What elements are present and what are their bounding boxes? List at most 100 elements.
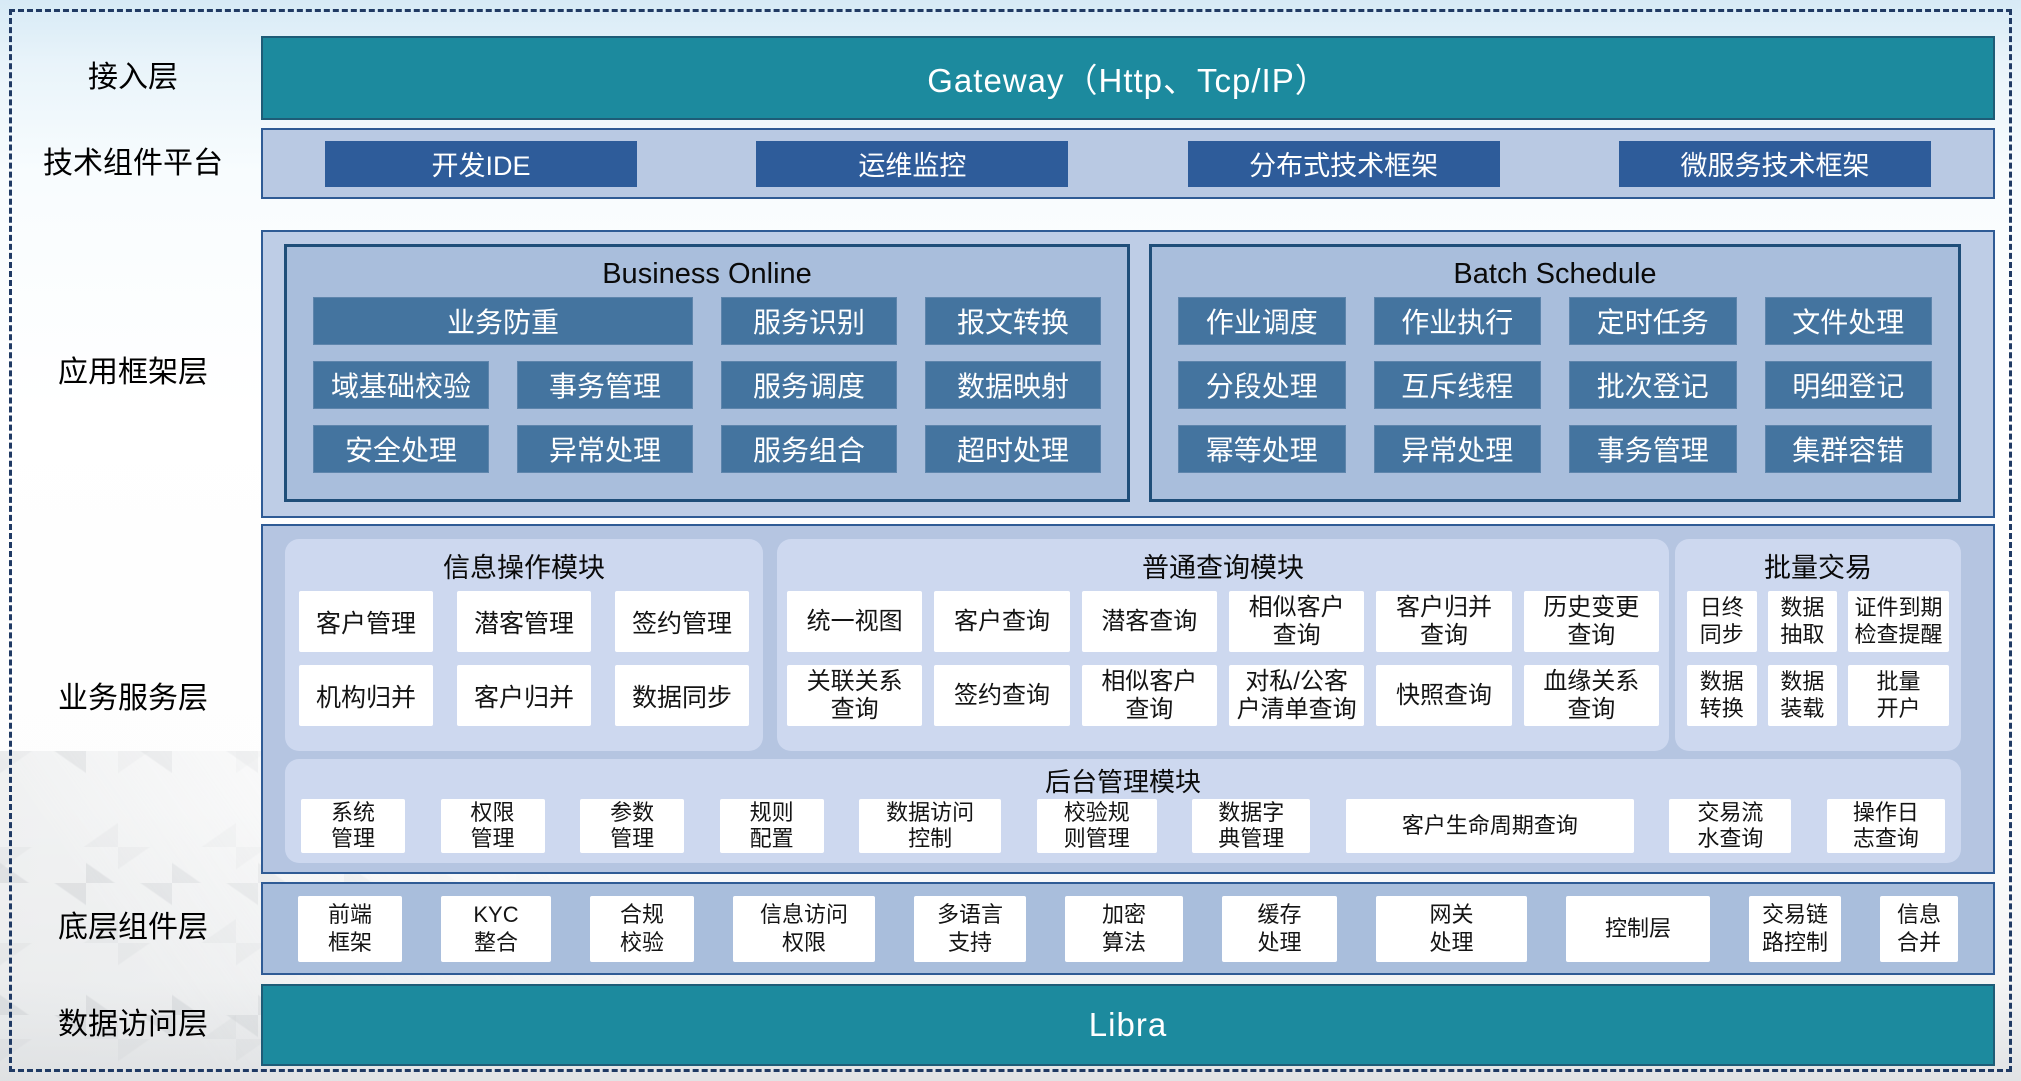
libra-bar: Libra <box>261 984 1995 1066</box>
info-module-2: 签约管理 <box>615 591 749 652</box>
info-operation-module-panel: 信息操作模块 客户管理潜客管理签约管理 机构归并客户归并数据同步 <box>285 539 763 751</box>
base-module-4: 多语言 支持 <box>914 895 1026 962</box>
admin-module-7: 客户生命周期查询 <box>1345 799 1634 853</box>
tech-module-3: 微服务技术框架 <box>1618 140 1931 187</box>
bo-module-0: 域基础校验 <box>313 361 489 409</box>
query-module-3: 相似客户 查询 <box>1228 591 1365 652</box>
bo-module-3: 数据映射 <box>925 361 1101 409</box>
general-query-rows: 统一视图客户查询潜客查询相似客户 查询客户归并 查询历史变更 查询 关联关系 查… <box>777 591 1669 726</box>
batch-transaction-panel: 批量交易 日终 同步数据 抽取证件到期 检查提醒 数据 转换数据 装载批量 开户 <box>1675 539 1961 751</box>
bs-module-2: 定时任务 <box>1569 297 1737 345</box>
business-online-row: 业务防重服务识别报文转换 <box>313 297 1101 345</box>
batch-transaction-row: 日终 同步数据 抽取证件到期 检查提醒 <box>1675 591 1961 652</box>
batch-transaction-rows: 日终 同步数据 抽取证件到期 检查提醒 数据 转换数据 装载批量 开户 <box>1675 591 1961 726</box>
admin-module-8: 交易流 水查询 <box>1669 799 1792 853</box>
admin-module-5: 校验规 则管理 <box>1036 799 1157 853</box>
backend-admin-module-panel: 后台管理模块 系统 管理权限 管理参数 管理规则 配置数据访问 控制校验规 则管… <box>285 759 1961 863</box>
layer-label-service: 业务服务层 <box>58 682 208 715</box>
base-module-7: 网关 处理 <box>1376 895 1527 962</box>
base-module-8: 控制层 <box>1566 895 1710 962</box>
batch-module-1: 数据 装载 <box>1767 665 1838 726</box>
gateway-bar: Gateway（Http、Tcp/IP） <box>261 36 1995 120</box>
gateway-bar-label: Gateway（Http、Tcp/IP） <box>927 62 1329 99</box>
query-module-2: 相似客户 查询 <box>1081 665 1217 726</box>
batch-module-2: 证件到期 检查提醒 <box>1848 591 1949 652</box>
info-operation-rows: 客户管理潜客管理签约管理 机构归并客户归并数据同步 <box>285 591 763 726</box>
info-module-0: 机构归并 <box>299 665 433 726</box>
general-query-row: 统一视图客户查询潜客查询相似客户 查询客户归并 查询历史变更 查询 <box>777 591 1669 652</box>
batch-schedule-rows: 作业调度作业执行定时任务文件处理 分段处理互斥线程批次登记明细登记 幂等处理异常… <box>1152 297 1958 473</box>
query-module-1: 签约查询 <box>934 665 1070 726</box>
info-module-0: 客户管理 <box>299 591 433 652</box>
batch-transaction-row: 数据 转换数据 装载批量 开户 <box>1675 665 1961 726</box>
base-module-6: 缓存 处理 <box>1222 895 1337 962</box>
bo-module-2: 服务调度 <box>721 361 897 409</box>
bo-module-3: 超时处理 <box>925 425 1101 473</box>
general-query-row: 关联关系 查询签约查询相似客户 查询对私/公客 户清单查询快照查询血缘关系 查询 <box>777 665 1669 726</box>
bo-module-0: 业务防重 <box>313 297 693 345</box>
bo-module-0: 安全处理 <box>313 425 489 473</box>
bs-module-1: 互斥线程 <box>1373 361 1541 409</box>
business-online-rows: 业务防重服务识别报文转换 域基础校验事务管理服务调度数据映射 安全处理异常处理服… <box>287 297 1127 473</box>
business-online-row: 安全处理异常处理服务组合超时处理 <box>313 425 1101 473</box>
backend-admin-row: 系统 管理权限 管理参数 管理规则 配置数据访问 控制校验规 则管理数据字 典管… <box>285 799 1961 853</box>
backend-admin-module-title: 后台管理模块 <box>1044 767 1201 797</box>
layer-label-appframe: 应用框架层 <box>58 356 208 389</box>
batch-schedule-row: 作业调度作业执行定时任务文件处理 <box>1178 297 1932 345</box>
base-module-3: 信息访问 权限 <box>733 895 875 962</box>
bs-module-3: 文件处理 <box>1764 297 1932 345</box>
info-module-1: 潜客管理 <box>457 591 591 652</box>
business-online-row: 域基础校验事务管理服务调度数据映射 <box>313 361 1101 409</box>
layer-label-tech: 技术组件平台 <box>43 147 223 180</box>
business-online-title: Business Online <box>602 258 812 290</box>
business-service-container: 信息操作模块 客户管理潜客管理签约管理 机构归并客户归并数据同步 普通查询模块 … <box>261 524 1995 874</box>
general-query-module-title: 普通查询模块 <box>1142 553 1304 583</box>
bs-module-2: 批次登记 <box>1569 361 1737 409</box>
admin-module-3: 规则 配置 <box>719 799 824 853</box>
tech-module-0: 开发IDE <box>325 140 637 187</box>
base-module-10: 信息 合并 <box>1880 895 1958 962</box>
info-module-2: 数据同步 <box>615 665 749 726</box>
bs-module-1: 作业执行 <box>1373 297 1541 345</box>
info-module-1: 客户归并 <box>457 665 591 726</box>
libra-bar-label: Libra <box>1088 1006 1168 1043</box>
tech-module-2: 分布式技术框架 <box>1187 140 1500 187</box>
info-operation-row: 机构归并客户归并数据同步 <box>285 665 763 726</box>
query-module-5: 血缘关系 查询 <box>1523 665 1659 726</box>
admin-module-9: 操作日 志查询 <box>1826 799 1945 853</box>
bo-module-1: 事务管理 <box>517 361 693 409</box>
info-operation-module-title: 信息操作模块 <box>443 553 605 583</box>
query-module-4: 快照查询 <box>1376 665 1512 726</box>
bs-module-0: 幂等处理 <box>1178 425 1346 473</box>
bo-module-2: 报文转换 <box>925 297 1101 345</box>
batch-module-1: 数据 抽取 <box>1767 591 1838 652</box>
batch-schedule-row: 幂等处理异常处理事务管理集群容错 <box>1178 425 1932 473</box>
query-module-1: 客户查询 <box>934 591 1070 652</box>
base-module-5: 加密 算法 <box>1065 895 1183 962</box>
bs-module-1: 异常处理 <box>1373 425 1541 473</box>
bo-module-1: 异常处理 <box>517 425 693 473</box>
admin-module-0: 系统 管理 <box>301 799 405 853</box>
base-module-9: 交易链 路控制 <box>1749 895 1841 962</box>
query-module-0: 统一视图 <box>787 591 923 652</box>
query-module-2: 潜客查询 <box>1081 591 1217 652</box>
bo-module-1: 服务识别 <box>721 297 897 345</box>
batch-schedule-panel: Batch Schedule 作业调度作业执行定时任务文件处理 分段处理互斥线程… <box>1149 244 1961 502</box>
layer-label-base: 底层组件层 <box>58 911 208 944</box>
query-module-5: 历史变更 查询 <box>1523 591 1659 652</box>
base-module-1: KYC 整合 <box>441 895 551 962</box>
admin-module-4: 数据访问 控制 <box>859 799 1002 853</box>
bs-module-3: 集群容错 <box>1764 425 1932 473</box>
bs-module-0: 作业调度 <box>1178 297 1346 345</box>
layer-label-data: 数据访问层 <box>58 1008 208 1041</box>
general-query-module-panel: 普通查询模块 统一视图客户查询潜客查询相似客户 查询客户归并 查询历史变更 查询… <box>777 539 1669 751</box>
batch-module-2: 批量 开户 <box>1848 665 1949 726</box>
query-module-4: 客户归并 查询 <box>1376 591 1512 652</box>
base-module-0: 前端 框架 <box>298 895 402 962</box>
query-module-0: 关联关系 查询 <box>787 665 923 726</box>
batch-schedule-title: Batch Schedule <box>1453 258 1657 290</box>
bs-module-3: 明细登记 <box>1764 361 1932 409</box>
admin-module-1: 权限 管理 <box>440 799 545 853</box>
